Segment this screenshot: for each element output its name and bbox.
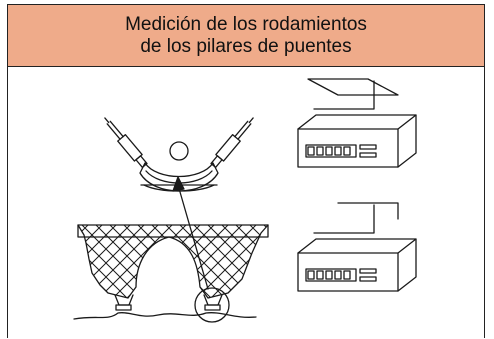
title-line-1: Medición de los rodamientos [125,13,367,35]
title-line-2: de los pilares de puentes [140,35,352,57]
magnifier [172,176,230,323]
illustration [73,78,417,323]
bridge-arch [73,224,269,320]
digital-display [297,202,417,292]
digital-display [297,78,417,168]
displacement-sensor [104,117,148,169]
title-bar: Medición de los rodamientos de los pilar… [8,5,484,67]
displacement-sensor [210,117,254,169]
figure-panel: Medición de los rodamientos de los pilar… [7,4,485,338]
